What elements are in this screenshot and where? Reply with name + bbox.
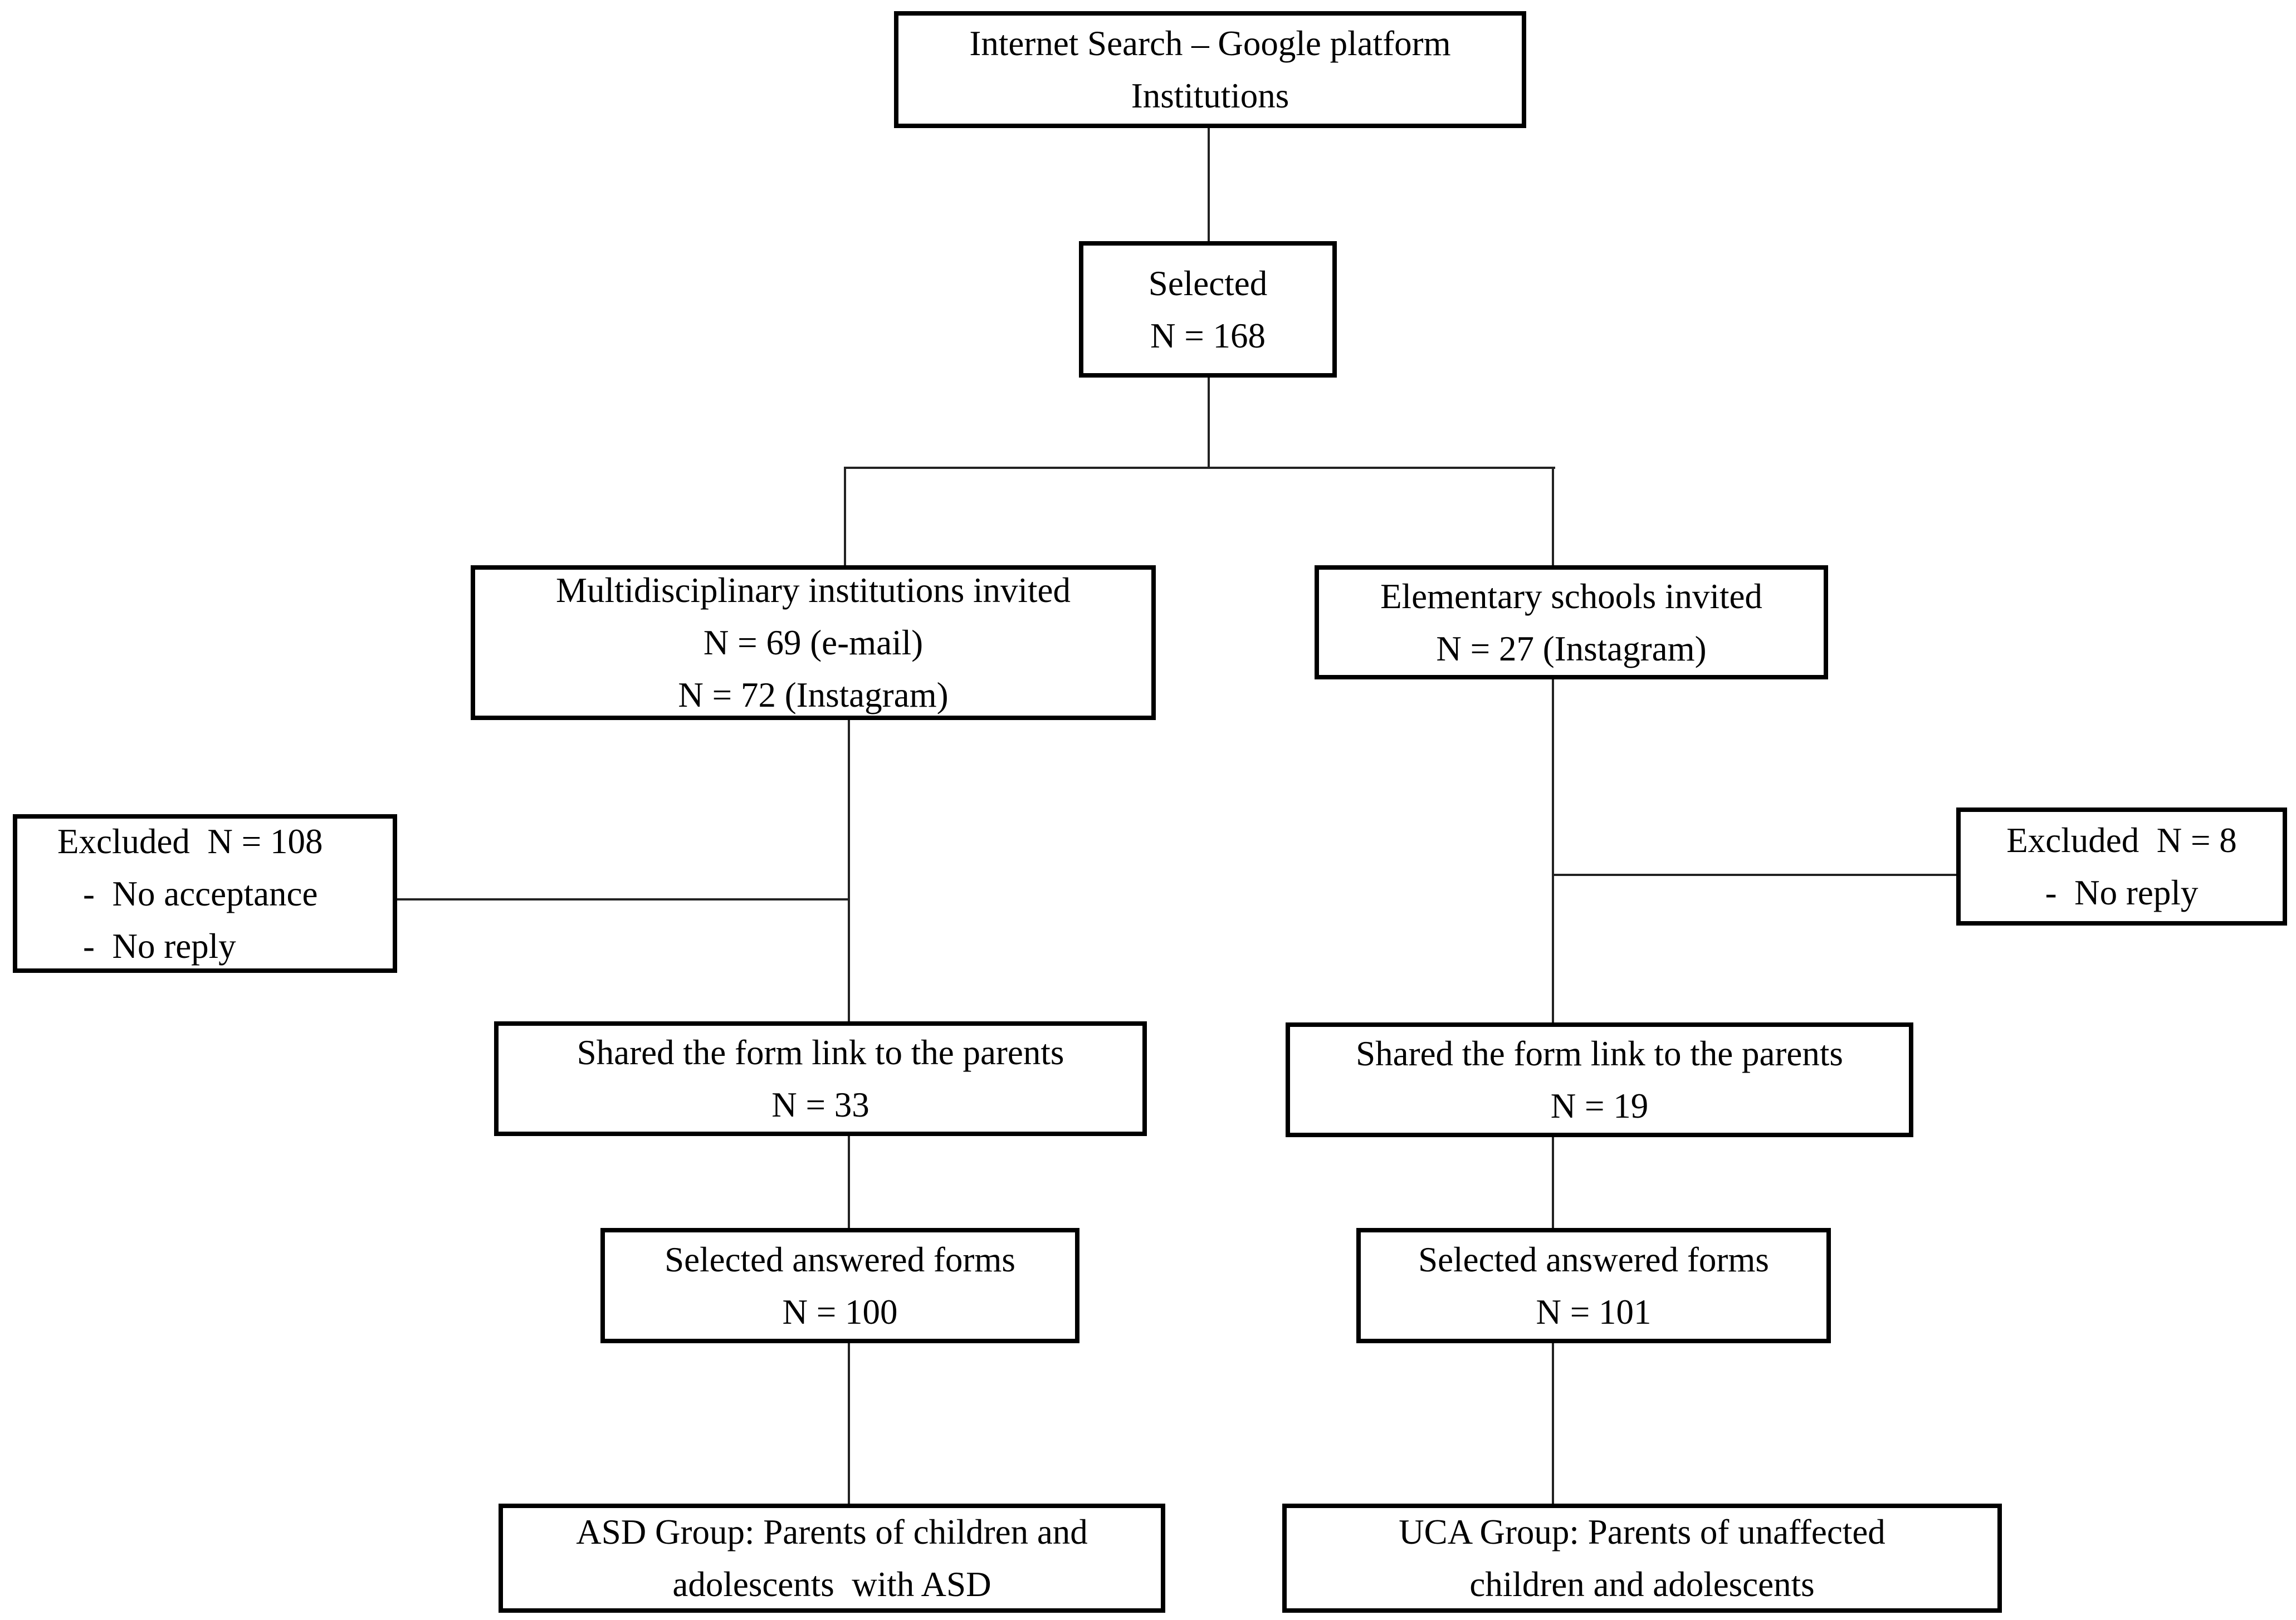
connector-selected-to-split <box>1208 378 1210 468</box>
node-uca-group: UCA Group: Parents of unaffected childre… <box>1282 1504 2002 1613</box>
connector-shared-left-to-answered <box>848 1136 850 1228</box>
node-line: Selected answered forms <box>665 1240 1015 1279</box>
node-excluded-right: Excluded N = 8 - No reply <box>1956 807 2287 926</box>
node-elementary-invited: Elementary schools invited N = 27 (Insta… <box>1315 565 1828 679</box>
node-shared-right: Shared the form link to the parents N = … <box>1286 1022 1913 1137</box>
node-answered-left: Selected answered forms N = 100 <box>600 1228 1079 1343</box>
connector-left-column-upper <box>848 718 850 1022</box>
node-line: Excluded N = 8 <box>2006 821 2237 860</box>
node-line: N = 72 (Instagram) <box>678 676 949 714</box>
connector-shared-right-to-answered <box>1552 1137 1554 1228</box>
node-line: N = 27 (Instagram) <box>1436 629 1707 668</box>
connector-split-left-down <box>844 467 846 565</box>
connector-excluded-left-horizontal <box>397 898 849 900</box>
connector-right-column-upper <box>1552 678 1554 1022</box>
node-line: Elementary schools invited <box>1380 576 1762 616</box>
node-selected: Selected N = 168 <box>1079 241 1337 378</box>
node-line: - No reply <box>2045 873 2199 912</box>
node-line: - No acceptance <box>83 874 318 913</box>
node-line: Excluded N = 108 <box>57 821 323 861</box>
node-excluded-left: Excluded N = 108 - No acceptance - No re… <box>13 814 397 973</box>
node-line: ASD Group: Parents of children and <box>576 1513 1088 1552</box>
node-line: UCA Group: Parents of unaffected <box>1399 1513 1885 1552</box>
node-line: Multidisciplinary institutions invited <box>556 571 1071 610</box>
node-line: Internet Search – Google platform <box>969 24 1451 63</box>
connector-answered-right-to-group <box>1552 1343 1554 1504</box>
node-line: N = 168 <box>1150 316 1266 355</box>
node-line: N = 19 <box>1550 1086 1649 1125</box>
node-line: Selected <box>1148 263 1268 303</box>
connector-top-to-selected <box>1208 128 1210 241</box>
node-line: N = 69 (e-mail) <box>703 623 924 662</box>
node-internet-search: Internet Search – Google platform Instit… <box>894 11 1526 128</box>
connector-split-horizontal <box>844 467 1555 469</box>
node-line: N = 101 <box>1536 1292 1652 1332</box>
node-line: Selected answered forms <box>1418 1240 1769 1279</box>
node-asd-group: ASD Group: Parents of children and adole… <box>499 1504 1165 1613</box>
node-line: N = 100 <box>782 1292 898 1332</box>
node-line: - No reply <box>83 926 236 966</box>
node-shared-left: Shared the form link to the parents N = … <box>494 1021 1147 1136</box>
connector-split-right-down <box>1552 467 1554 565</box>
node-line: children and adolescents <box>1469 1565 1815 1604</box>
node-line: N = 33 <box>771 1085 869 1124</box>
node-line: Shared the form link to the parents <box>577 1033 1064 1072</box>
connector-excluded-right-horizontal <box>1552 874 1956 876</box>
node-multidisciplinary-invited: Multidisciplinary institutions invited N… <box>471 565 1156 720</box>
connector-answered-left-to-group <box>848 1343 850 1504</box>
node-line: Institutions <box>1131 76 1289 115</box>
node-line: Shared the form link to the parents <box>1356 1034 1843 1073</box>
node-answered-right: Selected answered forms N = 101 <box>1356 1228 1831 1343</box>
node-line: adolescents with ASD <box>672 1565 991 1604</box>
